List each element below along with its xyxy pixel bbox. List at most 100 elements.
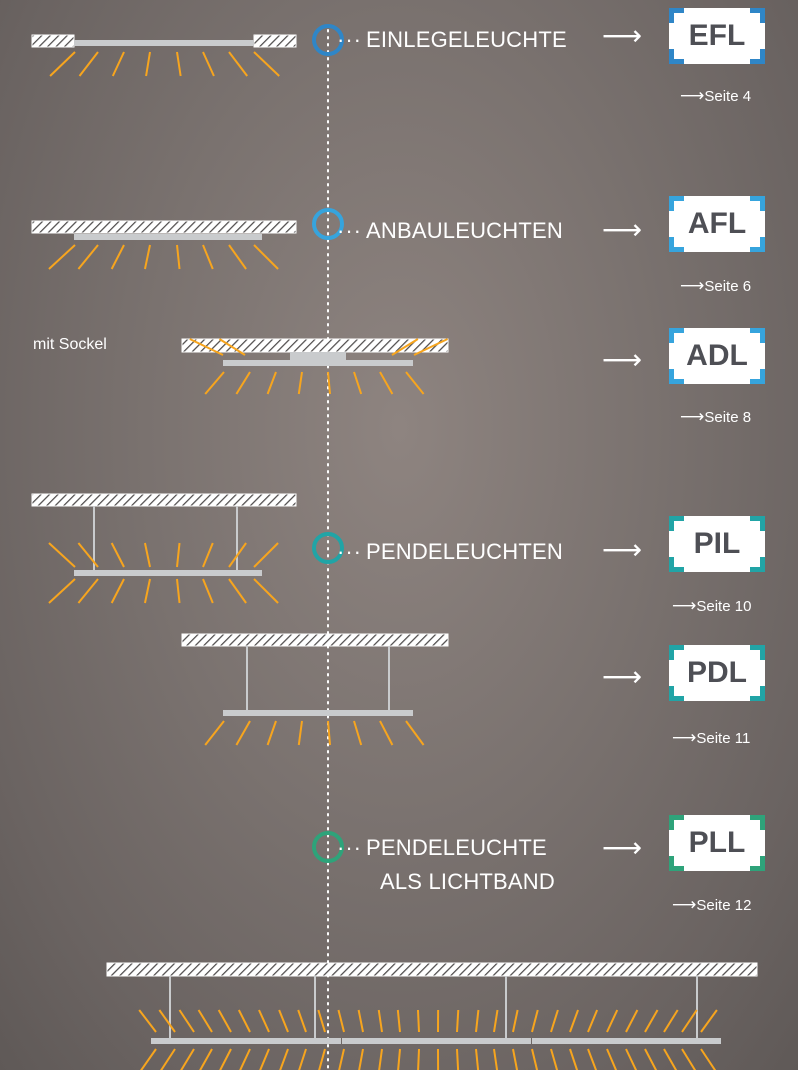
light-ray: [228, 51, 248, 77]
light-ray: [278, 1009, 289, 1033]
light-ray: [606, 1048, 618, 1070]
light-ray: [204, 720, 225, 746]
corner-mark: [669, 686, 684, 701]
corner-mark: [750, 237, 765, 252]
light-ray: [379, 371, 394, 395]
light-bar: [223, 710, 413, 716]
light-ray: [235, 720, 251, 746]
light-ray: [110, 578, 125, 604]
label-pendeleuchte-lichtband-line2: ALS LICHTBAND: [380, 869, 555, 894]
light-ray: [531, 1048, 539, 1070]
corner-mark: [669, 557, 684, 572]
light-ray: [625, 1048, 638, 1070]
light-ray: [297, 371, 303, 395]
light-ray: [337, 1009, 345, 1033]
code-box-pdl[interactable]: PDL: [669, 645, 765, 701]
light-ray: [237, 1009, 251, 1033]
light-ray: [258, 1009, 270, 1033]
code-box-afl[interactable]: AFL: [669, 196, 765, 252]
light-ray: [317, 1009, 326, 1033]
light-ray: [140, 1048, 157, 1070]
light-ray: [77, 578, 99, 604]
light-bar: [342, 1038, 531, 1044]
light-ray: [49, 51, 76, 77]
arrow-right-icon: ⟶: [602, 19, 643, 52]
light-ray: [48, 244, 76, 270]
corner-mark: [669, 856, 684, 871]
arrow-right-icon: ⟶: [672, 596, 697, 616]
code-text: AFL: [687, 207, 747, 240]
corner-mark: [669, 516, 684, 531]
light-ray: [48, 578, 76, 604]
light-ray: [569, 1048, 579, 1070]
light-ray: [110, 542, 125, 568]
page-link-seite-11[interactable]: ⟶Seite 11: [672, 728, 751, 748]
corner-mark: [750, 856, 765, 871]
arrow-right-icon: ⟶: [602, 213, 643, 246]
code-text: ADL: [686, 339, 748, 372]
code-box-efl[interactable]: EFL: [669, 8, 765, 64]
light-ray: [378, 1048, 383, 1070]
light-ray: [625, 1009, 639, 1033]
light-ray: [663, 1009, 679, 1033]
light-bar: [74, 234, 262, 240]
page-link-seite-6[interactable]: ⟶Seite 6: [680, 276, 752, 296]
label-einlegeleuchte: ···EINLEGELEUCHTE: [337, 27, 567, 52]
arrow-right-icon: ⟶: [672, 728, 697, 748]
section-marker-ring: [312, 24, 344, 56]
corner-mark: [750, 196, 765, 211]
light-ray: [202, 244, 214, 270]
light-ray: [475, 1048, 480, 1070]
corner-mark: [750, 686, 765, 701]
arrow-right-icon: ⟶: [680, 276, 705, 296]
arrow-right-icon: ⟶: [602, 831, 643, 864]
light-ray: [493, 1048, 499, 1070]
label-pendeleuchten: ···PENDELEUCHTEN: [337, 539, 563, 564]
light-ray: [77, 542, 99, 568]
code-box-pll[interactable]: PLL: [669, 815, 765, 871]
light-ray: [358, 1048, 364, 1070]
code-box-pil[interactable]: PIL: [669, 516, 765, 572]
section-marker-ring: [312, 532, 344, 564]
light-ray: [405, 371, 425, 395]
light-bar: [151, 1038, 341, 1044]
corner-mark: [750, 557, 765, 572]
light-ray: [217, 1009, 232, 1033]
light-ray: [176, 578, 181, 604]
light-ray: [700, 1009, 718, 1033]
corner-mark: [669, 8, 684, 23]
light-ray: [202, 578, 214, 604]
light-ray: [353, 371, 363, 395]
light-ray: [143, 244, 151, 270]
light-ray: [700, 1048, 717, 1070]
page-link-seite-8[interactable]: ⟶Seite 8: [680, 407, 752, 427]
code-box-adl[interactable]: ADL: [669, 328, 765, 384]
ceiling-hatch: [106, 962, 758, 977]
section-marker-ring: [312, 831, 344, 863]
ceiling-hatch: [181, 633, 449, 647]
light-ray: [413, 338, 449, 356]
page-link-seite-10[interactable]: ⟶Seite 10: [672, 596, 752, 616]
light-ray: [138, 1009, 157, 1033]
light-ray: [48, 542, 76, 568]
arrow-right-icon: ⟶: [672, 895, 697, 915]
light-ray: [160, 1048, 176, 1070]
light-ray: [219, 1048, 232, 1070]
light-ray: [405, 720, 425, 746]
light-ray: [253, 51, 280, 77]
page-link-seite-4[interactable]: ⟶Seite 4: [680, 86, 752, 106]
light-ray: [297, 1009, 307, 1033]
light-ray: [606, 1009, 619, 1033]
ceiling-hatch: [31, 493, 297, 507]
light-bar: [223, 360, 413, 366]
label-pendeleuchte-lichtband: ···PENDELEUCHTE: [337, 835, 547, 860]
light-ray: [456, 1009, 460, 1033]
light-ray: [176, 244, 181, 270]
light-ray: [297, 720, 303, 746]
light-ray: [663, 1048, 678, 1070]
page-link-seite-12[interactable]: ⟶Seite 12: [672, 895, 752, 915]
light-ray: [416, 1009, 420, 1033]
mount-base: [290, 352, 346, 360]
light-ray: [512, 1048, 519, 1070]
light-ray: [218, 338, 246, 356]
